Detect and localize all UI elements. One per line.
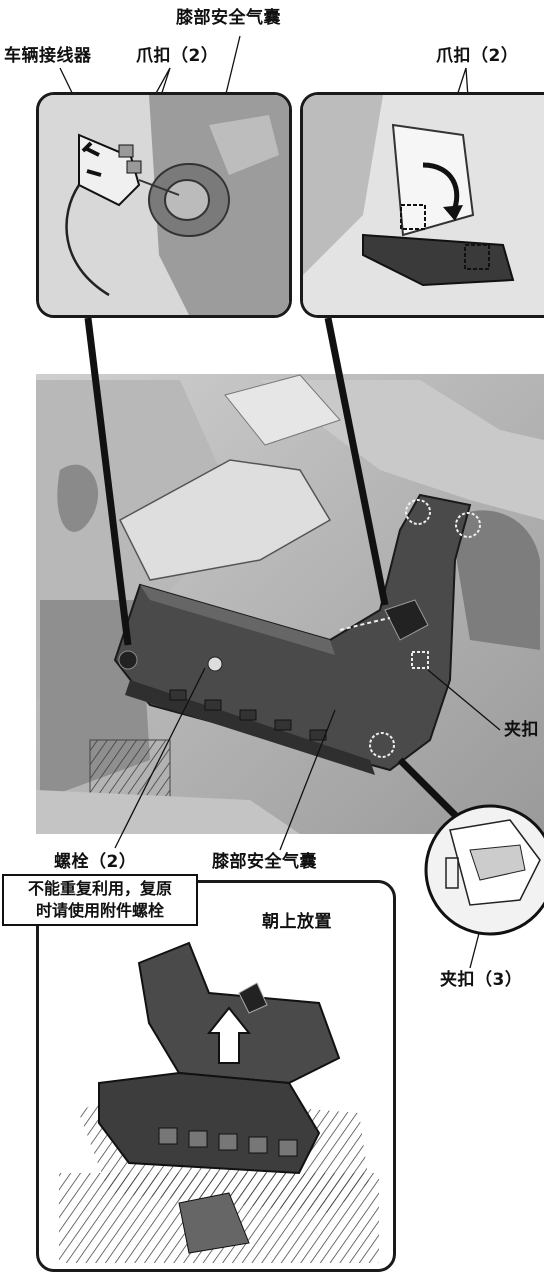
note-line-1: 不能重复利用，复原	[27, 879, 172, 898]
label-knee-airbag-top: 膝部安全气囊	[176, 8, 281, 28]
label-face-up: 朝上放置	[262, 912, 332, 932]
label-clip-right: 夹扣	[504, 720, 539, 740]
connector-detail-illustration	[39, 95, 289, 315]
face-up-illustration	[59, 941, 379, 1263]
label-vehicle-connector: 车辆接线器	[4, 46, 92, 66]
claw-detail-illustration	[303, 95, 544, 315]
inset-claw-detail	[300, 92, 544, 318]
label-bolt: 螺栓（2）	[54, 852, 137, 872]
label-clip-three: 夹扣（3）	[440, 970, 523, 990]
engine-bay-photo	[36, 374, 544, 834]
note-line-2: 时请使用附件螺栓	[35, 901, 164, 920]
bolt-reuse-note: 不能重复利用，复原 时请使用附件螺栓	[2, 874, 198, 926]
label-claw-right: 爪扣（2）	[436, 46, 519, 66]
label-claw-left: 爪扣（2）	[136, 46, 219, 66]
inset-face-up	[36, 880, 396, 1272]
label-knee-airbag-bottom: 膝部安全气囊	[212, 852, 317, 872]
inset-connector-detail	[36, 92, 292, 318]
